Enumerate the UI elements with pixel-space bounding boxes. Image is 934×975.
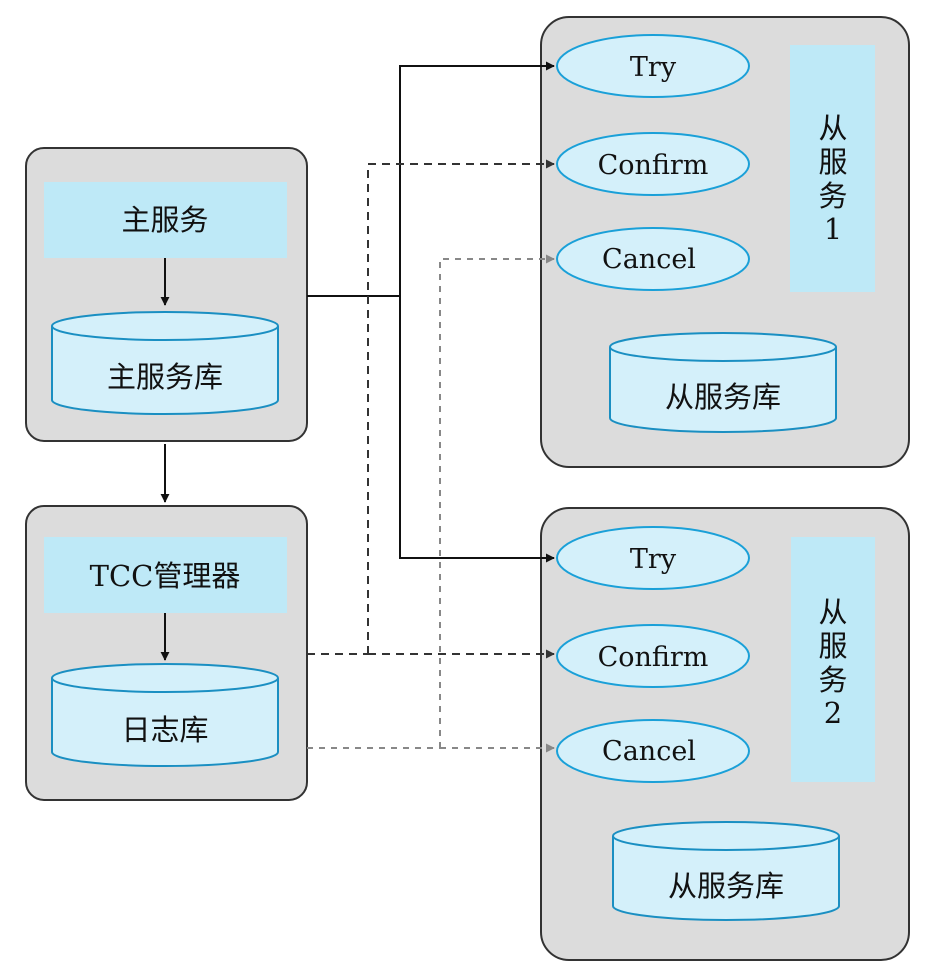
log-db-cylinder bbox=[51, 663, 279, 767]
sub-service-2-label-char-4: 2 bbox=[824, 696, 842, 730]
sub-service-2-container: 从 服 务 2 Try Confirm Cancel 从服务库 bbox=[540, 507, 910, 961]
sub-service-1-label-box bbox=[790, 45, 875, 292]
sub-service-2-try-label: Try bbox=[630, 544, 677, 575]
main-service-container: 主服务 主服务库 bbox=[25, 147, 308, 442]
try-connector-to-sub-1 bbox=[399, 61, 555, 296]
tcc-manager-container: TCC管理器 日志库 bbox=[25, 505, 308, 801]
sub-service-2-db-label: 从服务库 bbox=[668, 869, 784, 903]
sub-service-2-db-cylinder bbox=[612, 821, 840, 921]
sub-service-2-confirm-label: Confirm bbox=[598, 642, 709, 673]
sub-service-2-try-op bbox=[556, 526, 750, 590]
sub-service-2-label-char-3: 务 bbox=[818, 663, 847, 697]
try-connector-to-sub-2 bbox=[399, 296, 555, 563]
sub-service-2-cancel-op bbox=[556, 719, 750, 783]
sub-service-2-cancel-label: Cancel bbox=[602, 736, 696, 767]
sub-service-2-label-box bbox=[791, 537, 875, 782]
tcc-manager-label: TCC管理器 bbox=[90, 559, 241, 593]
sub-service-1-try-label: Try bbox=[630, 52, 677, 83]
sub-service-1-db-label: 从服务库 bbox=[665, 380, 781, 414]
sub-service-1-label-char-3: 务 bbox=[818, 179, 847, 213]
sub-service-2-confirm-op bbox=[556, 624, 750, 688]
sub-service-2-label-char-1: 从 bbox=[818, 595, 847, 629]
sub-service-1-confirm-op bbox=[556, 132, 750, 196]
main-service-db-label: 主服务库 bbox=[107, 360, 223, 394]
sub-service-2-label-char-2: 服 bbox=[818, 629, 847, 663]
main-service-db-cylinder bbox=[51, 311, 279, 415]
main-service-box bbox=[44, 182, 287, 258]
confirm-connector-to-sub-1 bbox=[367, 159, 555, 654]
sub-service-1-confirm-label: Confirm bbox=[598, 150, 709, 181]
sub-service-1-db-cylinder bbox=[609, 332, 837, 433]
sub-service-1-cancel-label: Cancel bbox=[602, 244, 696, 275]
sub-service-1-cancel-op bbox=[556, 227, 750, 291]
main-service-label: 主服务 bbox=[121, 203, 208, 237]
cancel-connector-to-sub-1 bbox=[439, 254, 555, 748]
sub-service-1-try-op bbox=[556, 34, 750, 98]
sub-service-1-label-char-2: 服 bbox=[818, 145, 847, 179]
log-db-label: 日志库 bbox=[121, 713, 208, 747]
sub-service-1-label-char-4: 1 bbox=[824, 212, 842, 246]
tcc-manager-box bbox=[44, 537, 287, 613]
sub-service-1-container: 从 服 务 1 Try Confirm Cancel 从服务库 bbox=[540, 16, 910, 468]
sub-service-1-label-char-1: 从 bbox=[818, 111, 847, 145]
